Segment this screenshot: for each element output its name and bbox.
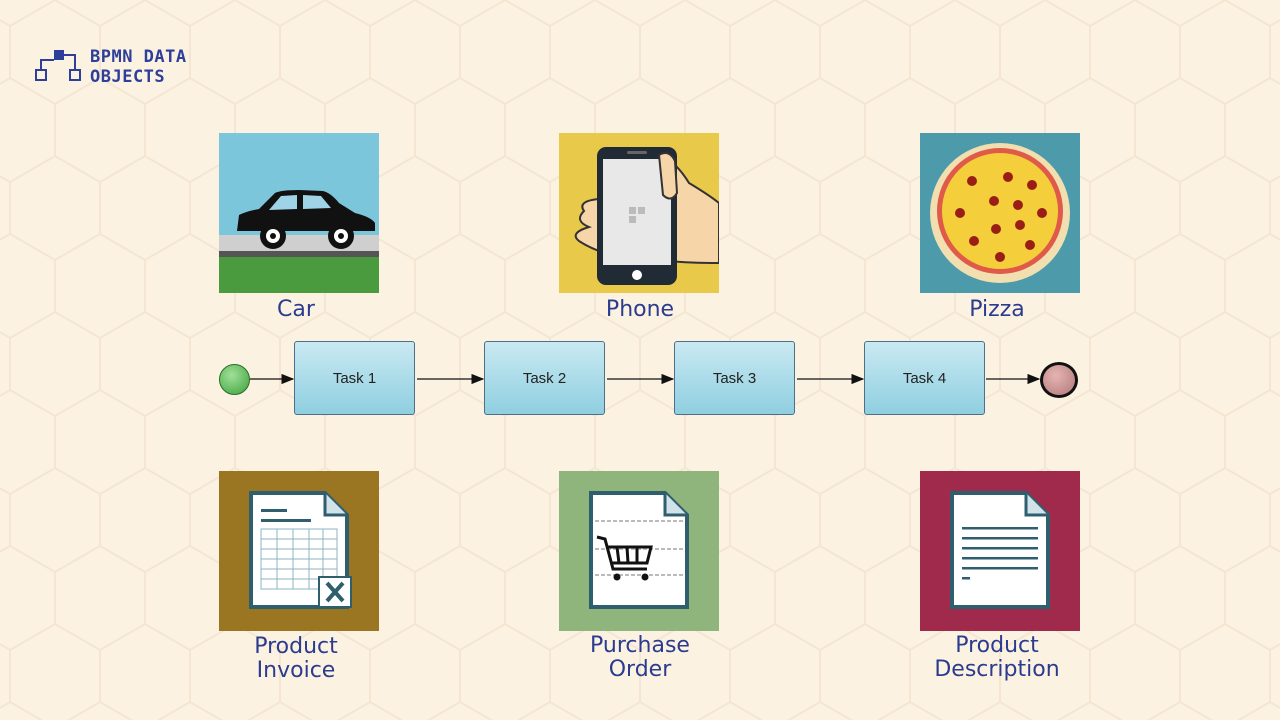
end-event[interactable]	[1040, 362, 1078, 398]
pizza-icon	[920, 133, 1080, 293]
task-4[interactable]: Task 4	[864, 341, 985, 415]
pizza-tile	[920, 133, 1080, 293]
product-description-tile	[920, 471, 1080, 631]
logo-icon	[35, 50, 81, 81]
purchase-order-label-line2: Order	[608, 657, 672, 682]
purchase-order-document-icon	[559, 471, 719, 631]
purchase-order-tile	[559, 471, 719, 631]
car-label: Car	[277, 297, 315, 322]
logo-title-line2: OBJECTS	[90, 67, 166, 87]
product-description-label-line2: Description	[934, 657, 1060, 682]
product-invoice-label-line2: Invoice	[256, 658, 336, 683]
purchase-order-label: Purchase Order	[530, 634, 750, 682]
product-invoice-tile	[219, 471, 379, 631]
car-tile	[219, 133, 379, 293]
pizza-label: Pizza	[969, 297, 1025, 322]
start-event[interactable]	[219, 364, 250, 395]
product-invoice-label: Product Invoice	[186, 635, 406, 683]
product-invoice-label-line1: Product	[254, 634, 338, 659]
task-3[interactable]: Task 3	[674, 341, 795, 415]
task-1[interactable]: Task 1	[294, 341, 415, 415]
phone-tile	[559, 133, 719, 293]
car-icon	[219, 133, 379, 293]
invoice-document-icon	[219, 471, 379, 631]
logo-title: BPMN DATA OBJECTS	[90, 47, 187, 87]
phone-icon	[559, 133, 719, 293]
task-2[interactable]: Task 2	[484, 341, 605, 415]
description-document-icon	[920, 471, 1080, 631]
phone-label: Phone	[605, 297, 675, 322]
logo-title-line1: BPMN DATA	[90, 47, 187, 67]
purchase-order-label-line1: Purchase	[590, 633, 690, 658]
product-description-label-line1: Product	[955, 633, 1039, 658]
product-description-label: Product Description	[887, 634, 1107, 682]
